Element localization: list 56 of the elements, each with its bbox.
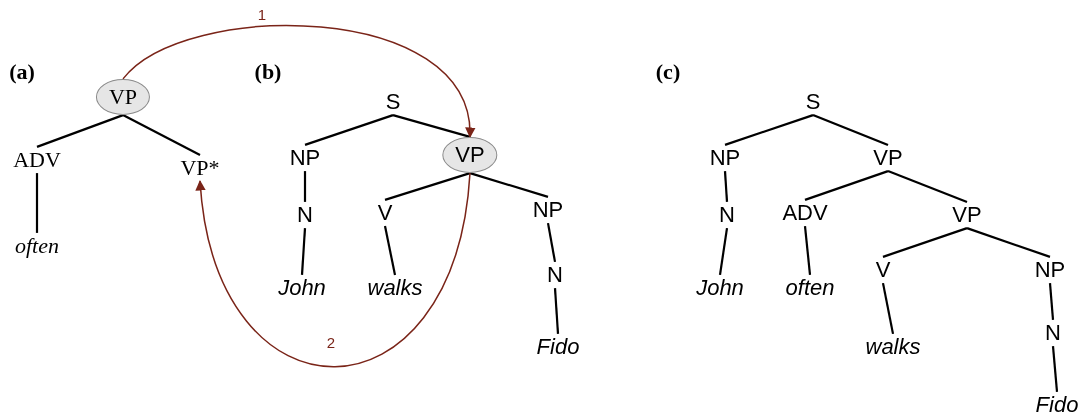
panel-label: (b) [254,59,282,85]
tree-branch-line [887,170,968,203]
tree-node-label: S [383,88,403,116]
tree-node-label: V [873,256,893,284]
tree-branch-line [36,114,124,148]
tree-branch-line [469,172,549,198]
tree-branch-line [1048,283,1055,320]
tree-node-label: N [1043,319,1063,347]
tree-node-label: VP [950,201,984,229]
tree-node-label: ADV [780,199,830,227]
leaf-word: often [13,232,61,260]
leaf-word: Fido [534,333,582,361]
tree-node-label: ADV [11,146,63,174]
tree-node-label: VP [871,144,905,172]
tree-branch-line [384,172,471,201]
tree-branch-line [723,171,729,202]
tree-branch-line [383,225,397,276]
leaf-word: walks [863,333,923,361]
tree-branch-line [304,114,394,146]
tree-node-label: N [545,261,565,289]
tree-branch-line [718,227,729,276]
leaf-word: walks [365,274,425,302]
panel-label: (c) [655,59,681,85]
tree-branch-line [553,288,560,334]
tree-node-label: NP [1032,256,1068,284]
tree-node-label: N [295,201,315,229]
tree-node-label: NP [707,144,743,172]
tree-branch-line [303,171,307,202]
tree-branch-line [966,227,1051,258]
tree-branch-line [812,114,889,146]
tree-branch-line [300,228,307,275]
tree-branch-line [1051,346,1059,392]
tree-branch-line [122,114,201,156]
tree-node-label: N [717,201,737,229]
tree-branch-line [882,227,968,258]
tree-branch-line [392,114,471,138]
arrow [196,172,471,368]
tree-node-label: NP [287,144,323,172]
highlighted-node-ellipse: VP [95,78,151,116]
tree-branch-line [724,114,814,146]
panel-label: (a) [9,59,35,85]
tree-branch-line [804,170,889,201]
tree-node-label: S [803,88,823,116]
tree-branch-line [35,173,39,233]
tree-node-label: V [375,199,395,227]
leaf-word: often [783,274,837,302]
leaf-word: John [694,274,746,302]
tree-branch-line [803,225,812,276]
leaf-word: Fido [1033,391,1081,419]
tree-node-label: VP* [178,154,222,182]
tree-branch-line [881,282,895,335]
tree-node-label: NP [530,196,566,224]
arrow [122,24,474,138]
highlighted-node-ellipse: VP [442,136,498,174]
leaf-word: John [276,274,328,302]
tree-branch-line [546,222,557,263]
